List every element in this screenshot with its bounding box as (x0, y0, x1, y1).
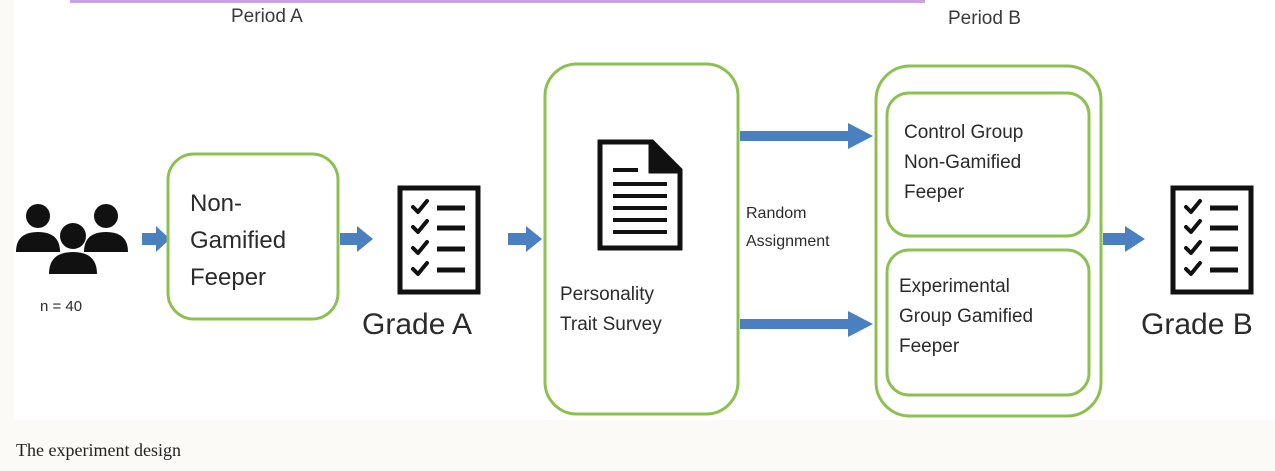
figure-caption: The experiment design (16, 440, 181, 460)
grade-b-label: Grade B (1141, 308, 1253, 341)
arrow-3 (508, 226, 542, 252)
flow-diagram (16, 62, 1254, 418)
survey-box (543, 62, 740, 416)
participants-count: n = 40 (40, 298, 83, 315)
arrow-1 (142, 226, 170, 252)
non-gamified-label: Non- Gamified Feeper (190, 190, 287, 291)
arrow-2 (340, 226, 373, 252)
survey-label: Personality Trait Survey (560, 284, 662, 335)
checklist-icon (397, 185, 481, 295)
control-box (885, 91, 1091, 238)
control-group-label: Control Group Non-Gamified Feeper (904, 122, 1024, 203)
experimental-group-label: Experimental Group Gamified Feeper (899, 276, 1034, 357)
document-icon (597, 139, 683, 251)
period-b-outer-box (874, 64, 1103, 418)
link-underline-strip[interactable] (70, 0, 925, 3)
period-a-label: Period A (231, 6, 303, 27)
arrow-upper (740, 123, 873, 149)
period-b-label: Period B (948, 8, 1021, 29)
grade-a-label: Grade A (362, 308, 473, 341)
random-assignment-label: Random Assignment (746, 205, 830, 250)
experimental-box (885, 248, 1091, 397)
arrow-lower (740, 311, 873, 337)
non-gamified-box (166, 152, 340, 321)
checklist-icon-b (1170, 185, 1254, 295)
arrow-4 (1103, 226, 1145, 252)
people-group-icon (16, 204, 128, 274)
flow-arrows (142, 123, 1145, 337)
